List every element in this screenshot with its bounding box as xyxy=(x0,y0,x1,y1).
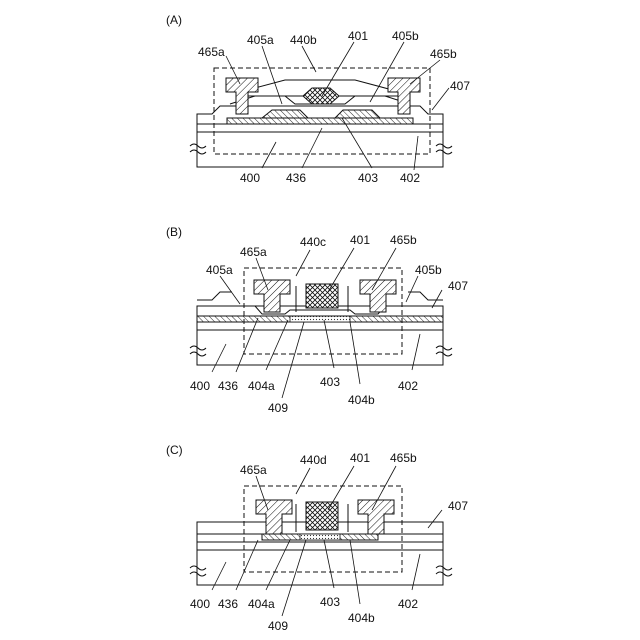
panel-b-title: (B) xyxy=(166,225,182,239)
label-465a: 465a xyxy=(240,463,267,477)
label-409: 409 xyxy=(268,619,288,633)
label-465b: 465b xyxy=(430,47,457,61)
label-404a: 404a xyxy=(248,597,275,611)
base-insulating-436 xyxy=(197,542,443,550)
label-400: 400 xyxy=(190,379,210,393)
label-402: 402 xyxy=(400,171,420,185)
label-403: 403 xyxy=(320,375,340,389)
label-440c: 440c xyxy=(300,235,326,249)
label-404a: 404a xyxy=(248,379,275,393)
label-465a: 465a xyxy=(198,45,225,59)
label-401: 401 xyxy=(350,233,370,247)
base-insulating-436 xyxy=(197,322,443,330)
label-436: 436 xyxy=(218,379,238,393)
channel-403 xyxy=(290,316,350,322)
label-403: 403 xyxy=(320,595,340,609)
label-403: 403 xyxy=(358,171,378,185)
label-465b: 465b xyxy=(390,233,417,247)
label-440d: 440d xyxy=(300,453,327,467)
label-400: 400 xyxy=(240,171,260,185)
panel-b: (B) 465a 440c 401 465b 405a xyxy=(166,225,468,415)
label-401: 401 xyxy=(348,29,368,43)
panel-a: (A) xyxy=(166,13,470,185)
label-465a: 465a xyxy=(240,245,267,259)
label-440b: 440b xyxy=(290,33,317,47)
label-436: 436 xyxy=(286,171,306,185)
label-407: 407 xyxy=(448,279,468,293)
label-400: 400 xyxy=(190,597,210,611)
label-401: 401 xyxy=(350,451,370,465)
label-405b: 405b xyxy=(415,263,442,277)
substrate-400 xyxy=(197,132,443,167)
channel-403 xyxy=(300,534,340,540)
label-465b: 465b xyxy=(390,451,417,465)
substrate-400 xyxy=(197,330,443,365)
label-409: 409 xyxy=(268,401,288,415)
label-436: 436 xyxy=(218,597,238,611)
gate-401 xyxy=(306,502,338,530)
panel-c-title: (C) xyxy=(166,443,183,457)
substrate-400 xyxy=(197,550,443,585)
label-405b: 405b xyxy=(392,29,419,43)
label-404b: 404b xyxy=(348,611,375,625)
label-405a: 405a xyxy=(247,33,274,47)
label-404b: 404b xyxy=(348,393,375,407)
label-407: 407 xyxy=(450,79,470,93)
label-402: 402 xyxy=(398,379,418,393)
label-402: 402 xyxy=(398,597,418,611)
label-405a: 405a xyxy=(206,263,233,277)
electrode-405b xyxy=(335,110,380,118)
base-insulating-436 xyxy=(197,124,443,132)
label-407: 407 xyxy=(448,499,468,513)
panel-c: (C) 465a 440d 401 465b 407 400 xyxy=(166,443,468,633)
gate-401 xyxy=(306,284,338,308)
panel-a-title: (A) xyxy=(166,13,182,27)
